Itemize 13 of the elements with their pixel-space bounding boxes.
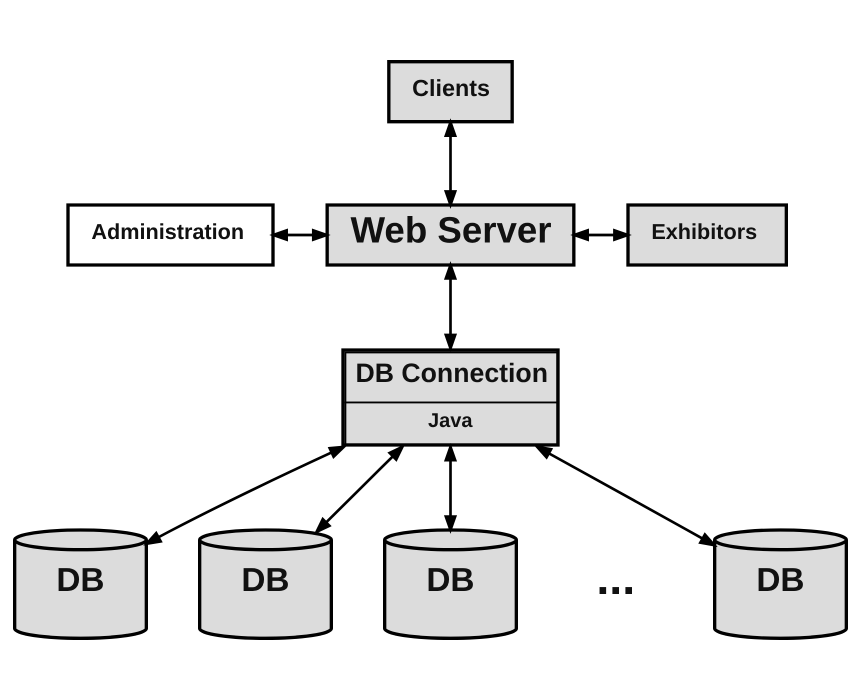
- arrow: [269, 228, 331, 242]
- arrow: [534, 444, 718, 547]
- arrow: [570, 228, 632, 242]
- node-box: Web Server: [326, 202, 576, 266]
- arrow: [444, 118, 458, 208]
- arrow: [444, 442, 458, 534]
- arrow: [314, 444, 406, 534]
- arrow: [444, 260, 458, 352]
- label: ...: [596, 552, 636, 604]
- node-box: Clients: [387, 60, 514, 123]
- node-box: Exhibitors: [626, 202, 788, 266]
- arrow: [143, 444, 348, 546]
- node-box: Administration: [66, 202, 275, 266]
